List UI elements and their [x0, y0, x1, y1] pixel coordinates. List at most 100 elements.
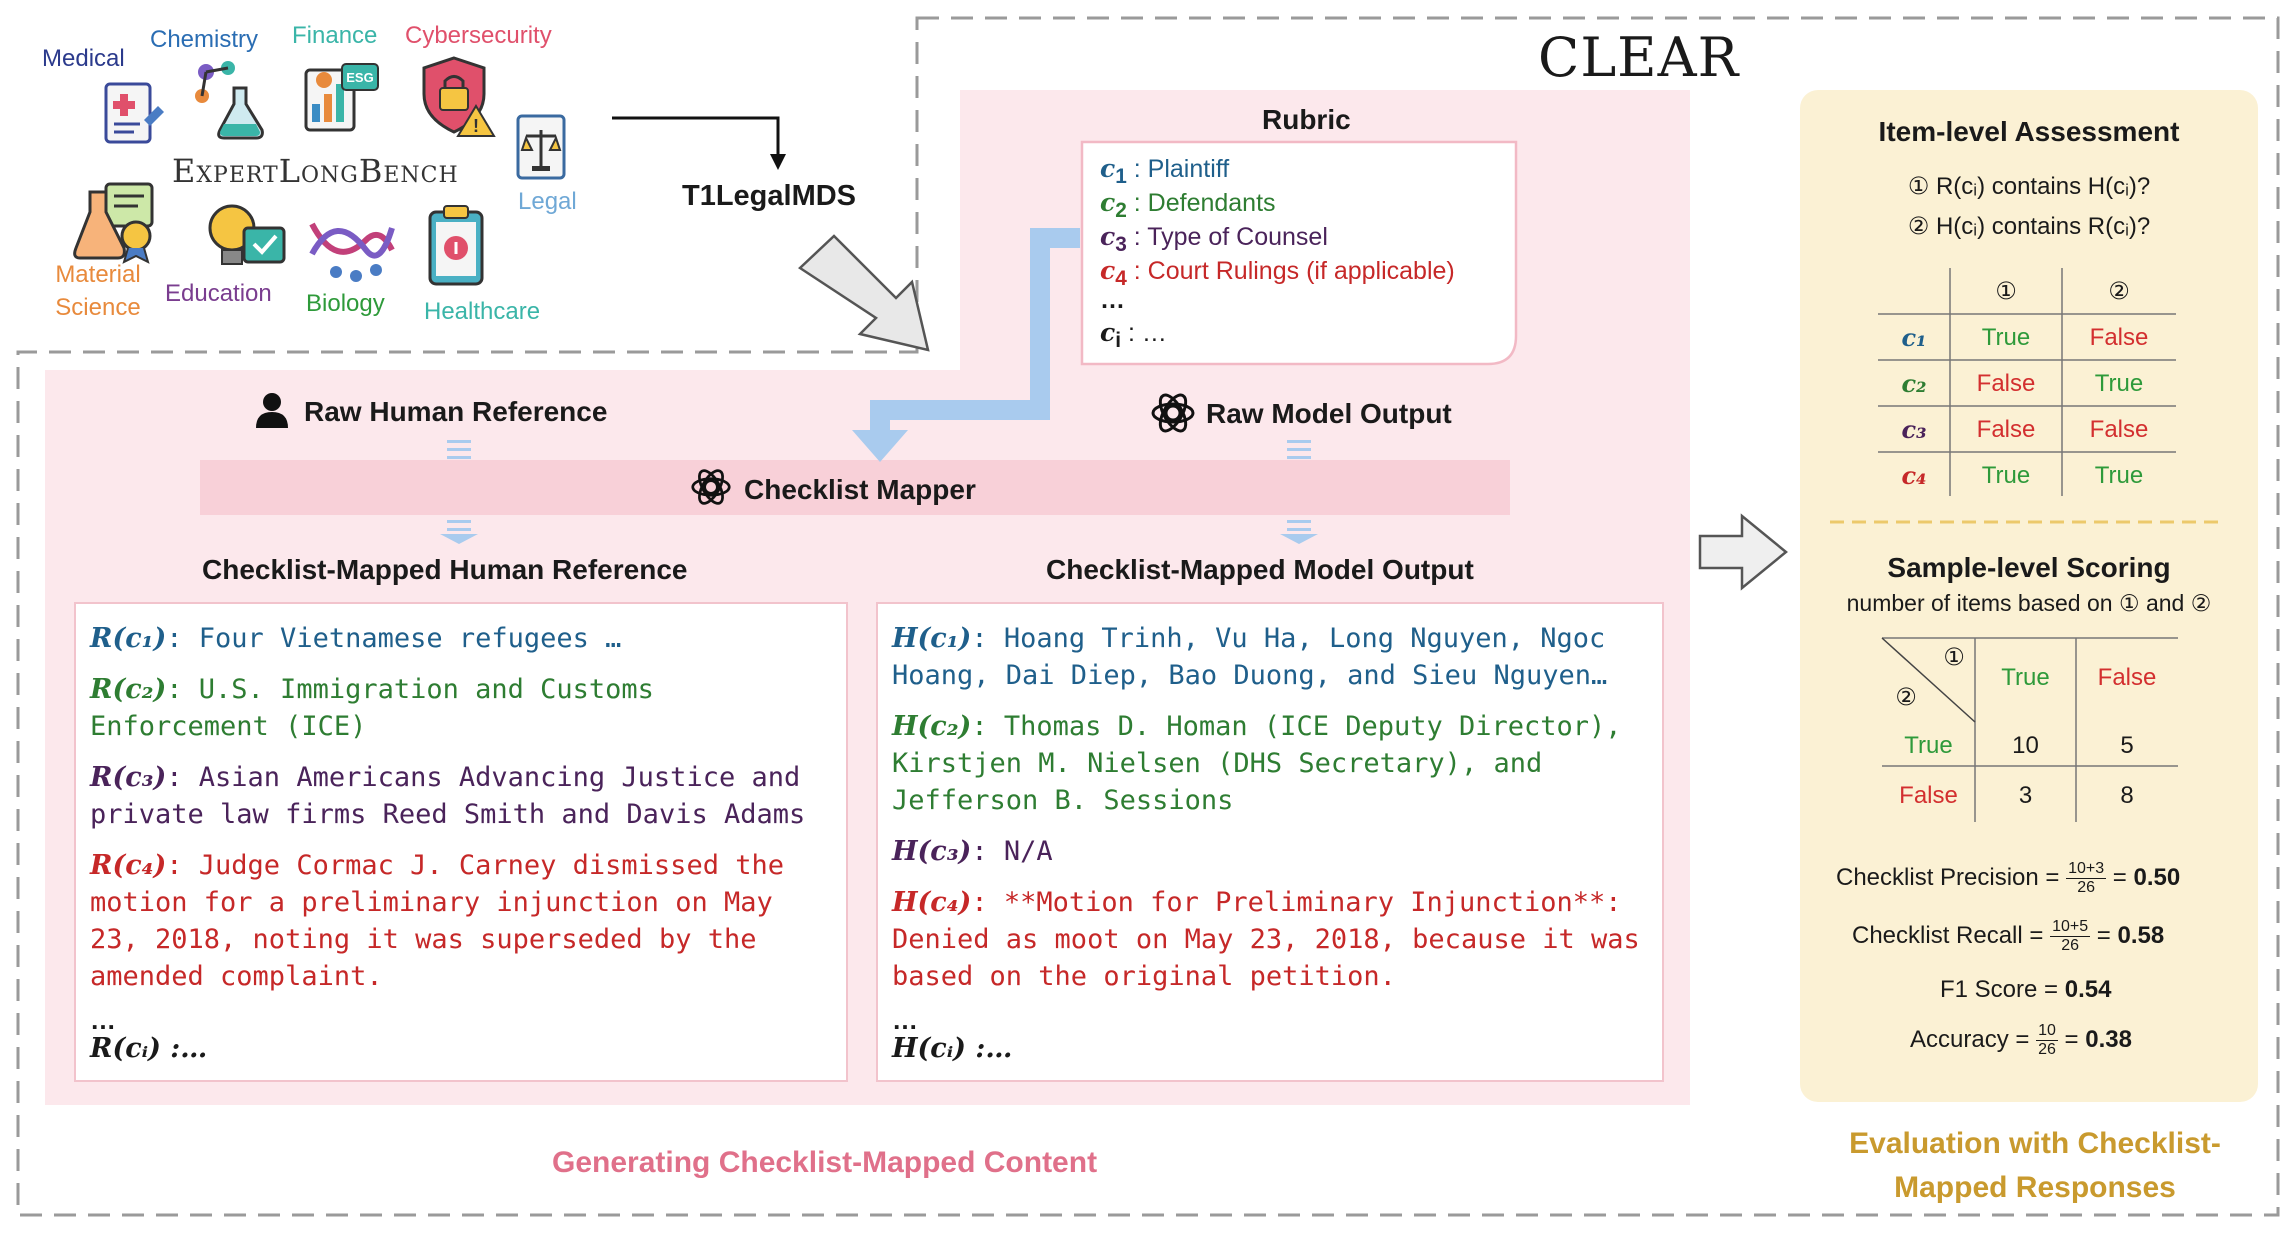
- mapped-human-title: Checklist-Mapped Human Reference: [202, 554, 688, 585]
- rubric-item: c2 : Defendants: [1100, 188, 1276, 222]
- item-table-head-1: ①: [1995, 278, 2017, 305]
- grey-right-arrow: [1698, 513, 1788, 591]
- item-row-label: c₃: [1901, 415, 1927, 444]
- model-ellipsis: …: [892, 1005, 918, 1035]
- item-cell: True: [2094, 462, 2144, 489]
- scales-icon: [516, 114, 566, 180]
- esg-chart-icon: ESG: [304, 63, 379, 132]
- brand-title: CLEAR: [1538, 26, 1740, 89]
- item-level-title: Item-level Assessment: [1878, 116, 2180, 147]
- metric-f1: F1 Score = 0.54: [1940, 976, 2112, 1003]
- domain-label-education: Education: [165, 280, 272, 307]
- domain-label-medical: Medical: [42, 45, 125, 72]
- clear-frame: [16, 16, 2280, 1217]
- domain-label-biology: Biology: [306, 290, 385, 317]
- metric-accuracy: Accuracy = 10 26 = 0.38: [1910, 1022, 2132, 1058]
- item-cell: True: [2094, 370, 2144, 397]
- domain-label-cybersecurity: Cybersecurity: [405, 22, 552, 49]
- confusion-col-false: False: [2097, 664, 2157, 691]
- raw-human-label: Raw Human Reference: [304, 396, 608, 427]
- item-cell: False: [2089, 416, 2149, 443]
- rubric-item: c3 : Type of Counsel: [1100, 222, 1328, 256]
- dna-icon: [309, 222, 395, 282]
- human-entry: R(c₄): Judge Cormac J. Carney dismissed …: [90, 850, 784, 992]
- human-entry: R(c₁): Four Vietnamese refugees …: [90, 623, 622, 654]
- model-entry: H(c₄): **Motion for Preliminary Injuncti…: [892, 887, 1640, 992]
- openai-logo-icon: [1151, 393, 1195, 433]
- person-icon: [256, 393, 288, 428]
- item-cell: True: [1981, 462, 2031, 489]
- mapped-model-title: Checklist-Mapped Model Output: [1046, 554, 1474, 585]
- shield-lock-icon: !: [422, 56, 496, 137]
- rubric-ellipsis: …: [1100, 286, 1125, 314]
- model-entry: H(c₃): N/A: [892, 836, 1053, 867]
- benchmark-title: ExpertLongBench: [172, 152, 459, 190]
- confusion-table-lines: [1881, 637, 2178, 822]
- metric-precision: Checklist Precision = 10+3 26 = 0.50: [1836, 860, 2181, 896]
- grey-diagonal-arrow: [797, 234, 930, 352]
- question-1: ① R(cᵢ) contains H(cᵢ)?: [1907, 173, 2151, 200]
- item-row-label: c₂: [1901, 369, 1927, 398]
- domain-label-finance: Finance: [292, 22, 378, 49]
- model-output-box: H(c₁): Hoang Trinh, Vu Ha, Long Nguyen, …: [876, 602, 1664, 1082]
- metric-recall: Checklist Recall = 10+5 26 = 0.58: [1852, 918, 2165, 954]
- svg-text:!: !: [473, 116, 479, 136]
- confusion-row-false: False: [1899, 782, 1958, 809]
- medical-report-icon: [104, 82, 164, 144]
- domain-label-material-science: Material Science: [55, 261, 141, 321]
- human-entry: R(c₃): Asian Americans Advancing Justice…: [90, 762, 806, 830]
- dataset-label: T1LegalMDS: [682, 180, 857, 212]
- human-last-entry: R(cᵢ) :…: [90, 1033, 208, 1064]
- confusion-col-true: True: [2001, 664, 2050, 691]
- flask-badge-icon: [73, 182, 154, 264]
- domain-label-legal: Legal: [518, 188, 577, 215]
- rubric-item: c4 : Court Rulings (if applicable): [1100, 256, 1455, 290]
- rubric-box: [1080, 140, 1518, 366]
- rubric-item-last: ci : …: [1100, 318, 1167, 352]
- rubric-title: Rubric: [1262, 104, 1351, 135]
- item-table-lines: [1878, 268, 2176, 496]
- item-cell: False: [2089, 324, 2149, 351]
- item-cell: False: [1976, 416, 2036, 443]
- confusion-cell: 5: [2120, 732, 2134, 759]
- mapper-band: [200, 460, 1510, 515]
- dataset-arrow: [612, 116, 780, 158]
- blue-rubric-arrow: [870, 228, 1080, 438]
- human-entry: R(c₂): U.S. Immigration and Customs Enfo…: [90, 674, 654, 742]
- molecule-icon: [195, 61, 264, 140]
- sample-level-title: Sample-level Scoring: [1887, 552, 2171, 583]
- item-row-label: c₄: [1901, 461, 1927, 490]
- item-table-head-2: ②: [2108, 278, 2130, 305]
- confusion-corner-bottom: ②: [1895, 684, 1917, 711]
- rubric-list: c1 : Plaintiff c2 : Defendants c3 : Type…: [1100, 152, 1455, 352]
- domain-label-chemistry: Chemistry: [150, 26, 259, 53]
- generating-caption: Generating Checklist-Mapped Content: [552, 1146, 1098, 1179]
- svg-text:ESG: ESG: [346, 70, 373, 85]
- striped-arrow-right: [1280, 440, 1318, 544]
- cream-panel: [1800, 90, 2258, 1102]
- confusion-cell: 10: [2012, 732, 2039, 759]
- lightbulb-check-icon: [208, 204, 286, 265]
- domain-label-healthcare: Healthcare: [424, 298, 541, 325]
- model-last-entry: H(cᵢ) :…: [892, 1033, 1013, 1064]
- item-cell: True: [1981, 324, 2031, 351]
- confusion-corner-top: ①: [1943, 644, 1965, 671]
- clipboard-icon: [428, 205, 484, 286]
- question-2: ② H(cᵢ) contains R(cᵢ)?: [1907, 213, 2151, 240]
- confusion-cell: 3: [2018, 782, 2033, 809]
- raw-model-label: Raw Model Output: [1206, 398, 1452, 429]
- model-entry: H(c₁): Hoang Trinh, Vu Ha, Long Nguyen, …: [892, 623, 1608, 691]
- item-row-label: c₁: [1901, 323, 1927, 352]
- confusion-cell: 8: [2120, 782, 2134, 809]
- item-cell: False: [1976, 370, 2036, 397]
- evaluation-caption: Evaluation with Checklist-Mapped Respons…: [1849, 1127, 2221, 1204]
- openai-logo-icon: [691, 469, 731, 505]
- confusion-row-true: True: [1904, 732, 1953, 759]
- sample-level-subtitle: number of items based on ① and ②: [1846, 590, 2212, 616]
- human-reference-box: R(c₁): Four Vietnamese refugees … R(c₂):…: [74, 602, 848, 1082]
- rubric-item: c1 : Plaintiff: [1100, 154, 1230, 188]
- striped-arrow-left: [440, 440, 478, 544]
- checklist-mapper-label: Checklist Mapper: [744, 474, 976, 505]
- model-entry: H(c₂): Thomas D. Homan (ICE Deputy Direc…: [892, 711, 1622, 816]
- human-ellipsis: …: [90, 1005, 116, 1035]
